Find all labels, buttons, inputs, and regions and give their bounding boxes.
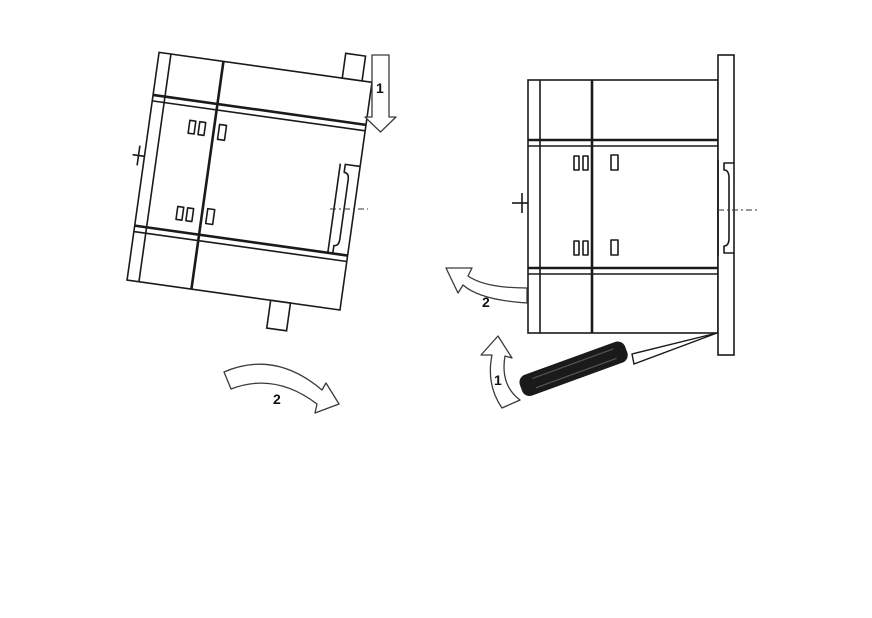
remove-step-2-label: 2 — [482, 294, 490, 310]
arrow-down-icon — [364, 54, 397, 133]
mount-step-2-label: 2 — [273, 391, 281, 407]
vent-slots — [175, 119, 228, 226]
remove-diagram: 2 1 — [445, 54, 758, 409]
din-rail-clip — [331, 163, 361, 257]
module-top-tab — [341, 52, 367, 82]
curved-arrow-up-icon — [480, 335, 521, 409]
module-body — [126, 51, 373, 311]
screwdriver-icon — [519, 332, 718, 396]
curved-arrow-left-icon — [445, 267, 528, 304]
remove-step-1-label: 1 — [494, 372, 502, 388]
vent-slots — [573, 154, 619, 256]
din-rail-clip — [723, 162, 734, 254]
curved-arrow-right-icon — [223, 363, 340, 414]
module-back-plate — [717, 54, 735, 356]
mount-diagram: 1 2 — [126, 51, 397, 414]
upright-module — [512, 54, 735, 356]
module-bottom-tab — [265, 299, 292, 332]
module-body — [527, 79, 719, 334]
mount-step-1-label: 1 — [376, 80, 384, 96]
tilted-module — [126, 51, 373, 332]
